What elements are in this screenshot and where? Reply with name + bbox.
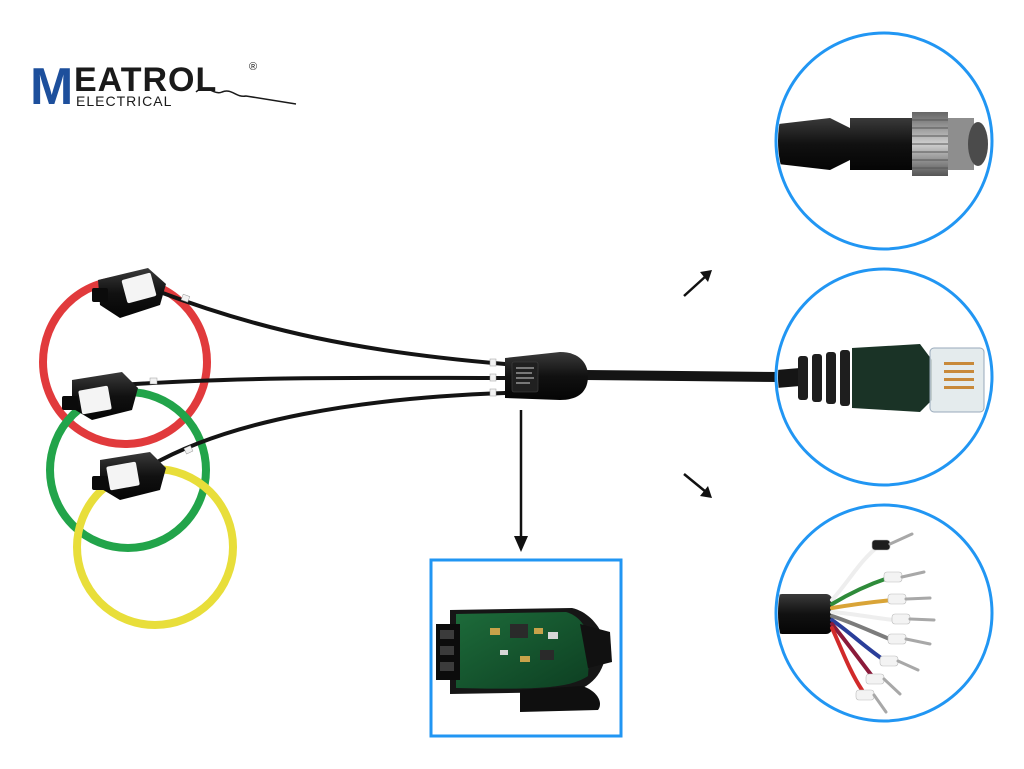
coil-heads: [62, 268, 166, 500]
arrow-down-icon: [514, 410, 528, 552]
brand-logo: M EATROL ® ELECTRICAL: [30, 58, 297, 116]
cable-markers: [149, 293, 497, 455]
rj45-connector-inset: [774, 267, 994, 487]
cable-jacket: [778, 594, 832, 634]
cable-red-coil: [158, 290, 507, 366]
brand-initial: M: [30, 58, 73, 116]
cables: [118, 290, 785, 468]
logo-swoosh: [195, 87, 297, 105]
coil-head-green: [62, 372, 138, 420]
arrows: [514, 270, 712, 552]
m12-connector-inset: [774, 31, 994, 251]
brand-tagline: ELECTRICAL: [76, 93, 172, 109]
coil-head-yellow: [92, 452, 166, 500]
stripped-wire-ends: [872, 532, 936, 714]
brand-name-rest: EATROL: [74, 61, 217, 99]
flying-leads-inset-frame: [774, 503, 994, 723]
registered-mark: ®: [249, 61, 257, 73]
rogowski-coils: [39, 276, 237, 629]
wire-ferrules: [855, 539, 911, 701]
arrow-down-right-icon: [683, 473, 712, 498]
arrow-up-right-icon: [683, 270, 712, 297]
splitter-box: [505, 352, 588, 400]
coil-head-red: [92, 268, 166, 318]
rj45-strain-relief: [798, 350, 850, 406]
pcb-inset: [429, 558, 623, 738]
cable-green-coil: [118, 375, 507, 387]
pcb-board: [456, 612, 590, 689]
pcb-components: [490, 624, 558, 662]
main-cable: [580, 370, 785, 382]
flying-leads-inset: [774, 503, 994, 723]
